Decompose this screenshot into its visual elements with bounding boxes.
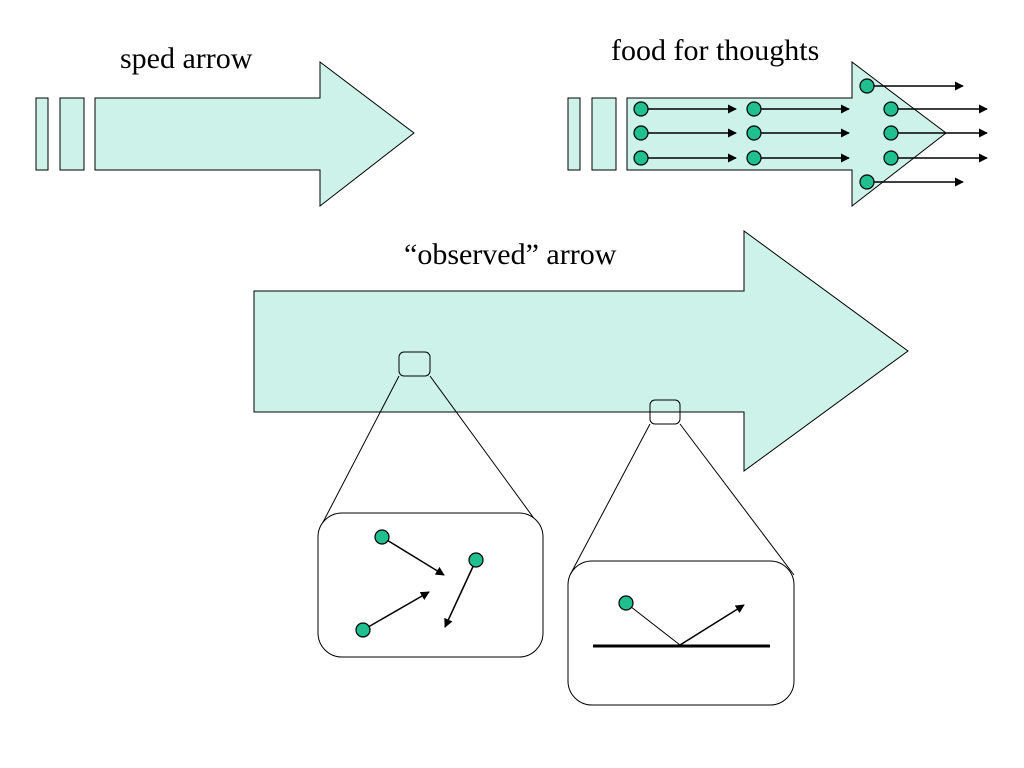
particle [746,150,762,166]
observed-arrow-shape [253,230,909,472]
particle-arrow-shape [626,60,947,208]
sped-arrow-label: sped arrow [120,42,253,75]
particle [355,622,371,638]
zoom-line-left [569,423,651,576]
sped-arrow-group: sped arrow [35,42,415,208]
food-for-thoughts-group: food for thoughts [567,34,988,208]
particle [746,125,762,141]
particle [859,78,875,94]
zoom-source-box [398,351,431,377]
zoom-inset-reflection [567,560,795,706]
observed-arrow-label: “observed” arrow [404,238,617,271]
incoming-path [625,602,681,646]
velocity-arrow [444,559,477,628]
zoom-inset-collisions [317,512,544,658]
sped-arrow-trail-bar-1 [35,97,49,171]
velocity-arrow [381,536,445,576]
zoom-line-left [319,375,400,529]
exiting-particles [859,78,988,190]
particle [618,595,634,611]
particle-row-2 [633,125,850,141]
zoom-source-box [649,399,681,425]
zoom-region-collisions [317,351,544,658]
particle [883,101,899,117]
particle-arrow-trail-bar-2 [591,97,617,171]
sped-arrow-shape [94,60,415,208]
particle [468,552,484,568]
zoom-region-reflection [567,399,795,706]
particle [633,150,649,166]
reflected-velocity-arrow [679,604,745,646]
particle-row-3 [633,150,850,166]
particle [633,101,649,117]
velocity-arrow [362,591,430,631]
particle [883,150,899,166]
particle [374,529,390,545]
particle-arrow-trail-bar-1 [567,97,581,171]
particle [633,125,649,141]
zoom-line-right [679,423,795,576]
food-for-thoughts-label: food for thoughts [611,34,819,67]
particle [859,174,875,190]
particle [746,101,762,117]
particle-row-1 [633,101,850,117]
zoom-line-right [429,375,542,529]
particle [883,125,899,141]
sped-arrow-trail-bar-2 [59,97,85,171]
observed-arrow-group: “observed” arrow [253,230,909,706]
